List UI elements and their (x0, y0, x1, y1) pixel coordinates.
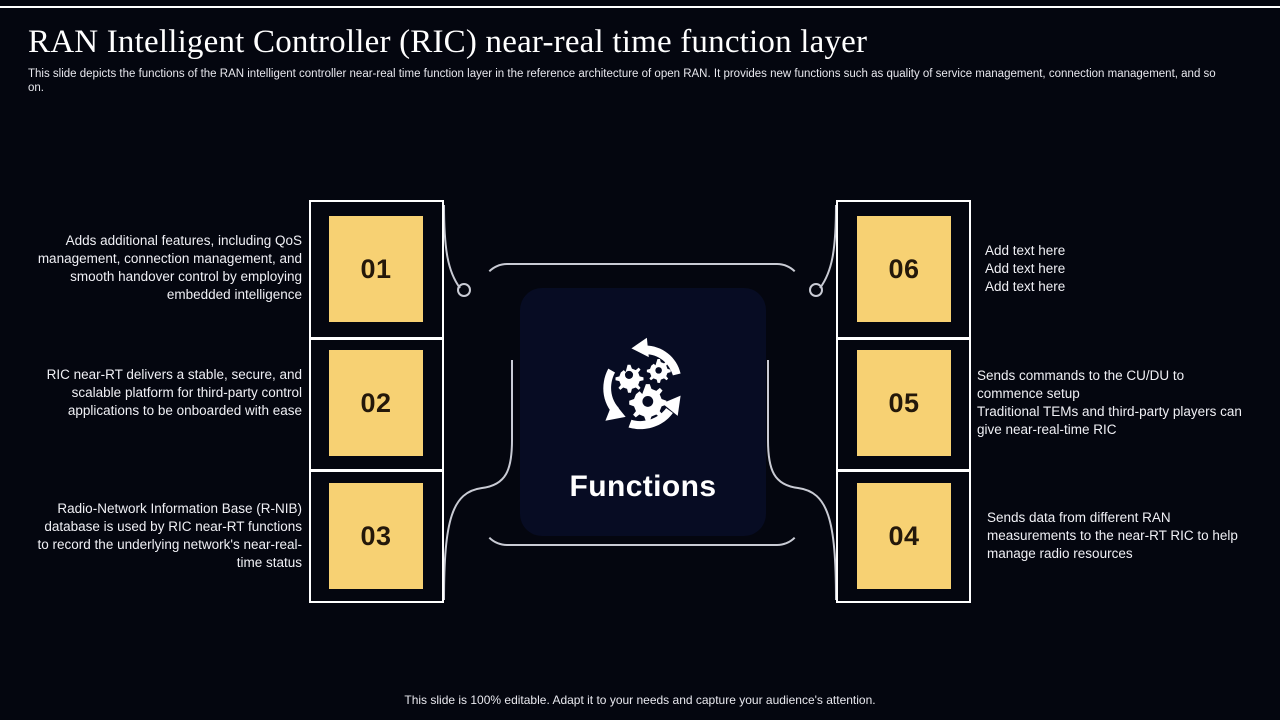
connector-node-left-top (457, 283, 471, 297)
description-01: Adds additional features, including QoS … (37, 233, 302, 302)
slide-header: RAN Intelligent Controller (RIC) near-re… (28, 22, 1243, 95)
connector-node-right-top (809, 283, 823, 297)
page-title: RAN Intelligent Controller (RIC) near-re… (28, 24, 868, 60)
description-02: RIC near-RT delivers a stable, secure, a… (46, 367, 302, 418)
bracket-left-3 (309, 469, 444, 603)
gears-recycle-icon (603, 337, 681, 430)
description-03: Radio-Network Information Base (R-NIB) d… (37, 501, 302, 570)
description-05: Sends commands to the CU/DU to commence … (977, 368, 1242, 437)
description-04: Sends data from different RAN measuremen… (987, 510, 1238, 561)
bracket-left-1 (309, 200, 444, 340)
number-tile-02[interactable]: 02 (329, 350, 423, 456)
bracket-right-2 (836, 337, 971, 472)
page-subtitle: This slide depicts the functions of the … (28, 68, 1216, 94)
center-label: Functions (569, 470, 717, 503)
footer-note: This slide is 100% editable. Adapt it to… (404, 693, 876, 707)
bracket-left-2 (309, 337, 444, 472)
number-tile-01[interactable]: 01 (329, 216, 423, 322)
bracket-right-3 (836, 469, 971, 603)
top-divider (0, 6, 1280, 8)
center-outline (481, 263, 803, 546)
description-06: Add text here Add text here Add text her… (985, 243, 1066, 294)
number-tile-04[interactable]: 04 (857, 483, 951, 589)
number-tile-05[interactable]: 05 (857, 350, 951, 456)
number-tile-06[interactable]: 06 (857, 216, 951, 322)
number-tile-03[interactable]: 03 (329, 483, 423, 589)
center-functions-card[interactable]: Functions (520, 288, 766, 536)
bracket-right-1 (836, 200, 971, 340)
